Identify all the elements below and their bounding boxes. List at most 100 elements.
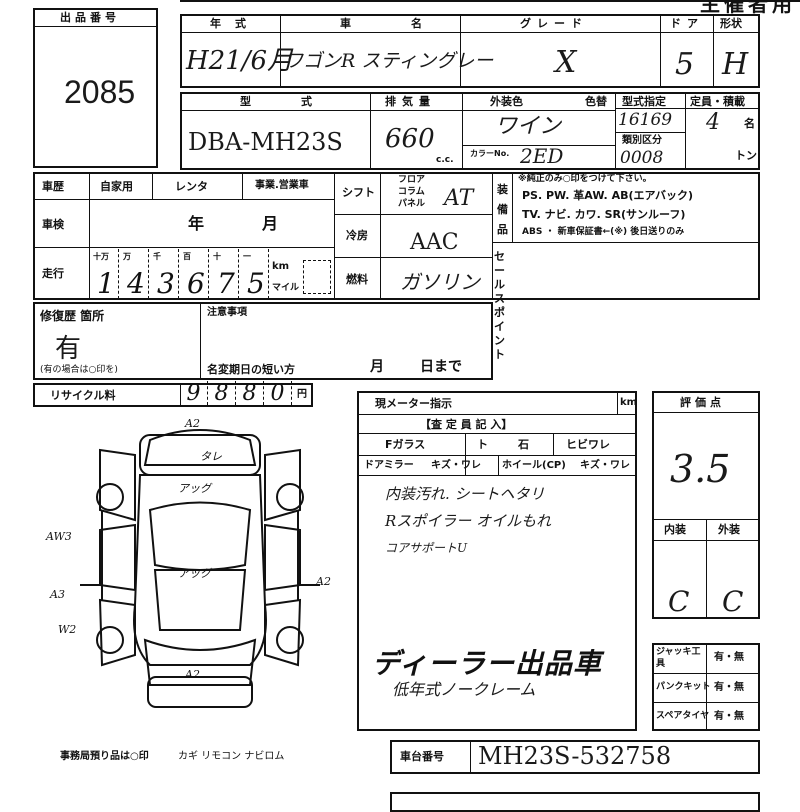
recycle-digit: 8: [208, 381, 236, 406]
repair-value: 有: [55, 334, 82, 364]
doors-label: ドア: [670, 17, 704, 30]
recycle-box: [33, 383, 313, 407]
capacity-value: 4: [706, 110, 720, 135]
damage-mark: AW3: [46, 530, 72, 543]
ac-label: 冷房: [346, 229, 368, 242]
recycle-digit: 9: [180, 381, 208, 406]
bottom-box: [390, 792, 760, 812]
equipment-note: ※純正のみ○印をつけて下さい。: [518, 174, 652, 184]
exterior-grade: C: [722, 585, 744, 618]
year-value: H21/6月: [186, 46, 294, 76]
capacity-unit: 名: [744, 117, 755, 130]
wheel-damage: キズ・ワレ: [580, 460, 630, 471]
grading-score: 3.5: [670, 447, 731, 491]
displacement-label: 排気量: [385, 95, 436, 108]
name-change-label: 名変期日の短い方: [207, 363, 295, 376]
mileage-cell: 十万 1: [89, 249, 119, 300]
color-code-label: カラーNo.: [470, 149, 510, 158]
history-private: 自家用: [100, 180, 133, 193]
shape-label: 形状: [720, 17, 742, 30]
mileage-unit-label: 万: [123, 252, 131, 261]
mirror-label: ドアミラー: [364, 460, 414, 471]
mileage-digit: 6: [187, 267, 205, 300]
glass-option-3: ヒビワレ: [566, 438, 610, 451]
name-label: 車名: [340, 17, 482, 30]
class-label: 類別区分: [622, 135, 662, 146]
sales-point-label: セールスポイント: [494, 250, 505, 361]
mirror-damage: キズ・ワレ: [431, 460, 481, 471]
recycle-digit: 0: [264, 381, 292, 406]
accessory-2-value: 有・無: [714, 682, 744, 693]
equipment-line3: ABS ・ 新車保証書←(※) 後日送りのみ: [522, 227, 685, 237]
mileage-unit-label: 一: [243, 252, 251, 261]
paint-label: 色替: [585, 95, 607, 108]
repair-label: 修復歴 箇所: [40, 309, 105, 323]
equipment-label: 装備品: [497, 183, 508, 236]
glass-option-1: ト: [477, 438, 488, 451]
name-change-month: 月: [370, 359, 384, 375]
equipment-line1: PS. PW. 革AW. AB(エアバック): [522, 189, 694, 202]
car-info-box: [180, 14, 760, 88]
accessory-3-label: スペアタイヤ: [656, 711, 710, 721]
damage-mark: A2: [316, 575, 331, 588]
shift-value: AT: [444, 186, 474, 211]
class-code-value: 0008: [620, 148, 664, 168]
repair-note: (有の場合は○印を): [40, 365, 118, 375]
recycle-digit: 8: [236, 381, 264, 406]
chassis-box: [390, 740, 760, 774]
mile-unit: マイル: [272, 283, 300, 293]
glass-label: Fガラス: [385, 438, 426, 451]
damage-mark: タレ: [200, 450, 222, 463]
grading-label: 評価点: [680, 396, 725, 409]
shift-option-1: フロア: [398, 175, 426, 185]
shape-value: H: [722, 47, 749, 82]
lot-number-box: [33, 8, 158, 168]
exterior-color-value: ワイン: [495, 114, 562, 139]
inspection-month: 月: [262, 214, 279, 233]
grade-value: X: [555, 45, 577, 80]
equipment-line2: TV. ナビ. カワ. SR(サンルーフ): [522, 208, 686, 221]
chassis-value: MH23S-532758: [478, 742, 672, 770]
name-change-day: 日まで: [420, 359, 462, 375]
accessory-2-label: パンクキット: [656, 682, 711, 692]
notes-label: 注意事項: [207, 307, 247, 318]
glass-option-2: 石: [518, 438, 529, 451]
dealer-stamp: ディーラー出品車: [372, 647, 603, 680]
exterior-label-grade: 外装: [718, 523, 740, 536]
accessory-1-value: 有・無: [714, 652, 744, 663]
mileage-unit-label: 十万: [93, 252, 109, 261]
grade-label: グレード: [520, 17, 588, 30]
type-designation-value: 16169: [618, 110, 673, 130]
ac-value: AAC: [410, 230, 459, 255]
model-value: DBA-MH23S: [188, 128, 343, 156]
accessory-3-value: 有・無: [714, 711, 744, 722]
capacity-label: 定員・積載: [690, 95, 745, 108]
mileage-digit: 3: [157, 267, 175, 300]
interior-label: 内装: [664, 523, 686, 536]
meter-label: 現メーター指示: [375, 397, 452, 410]
exterior-label: 外装色: [490, 95, 523, 108]
repair-box: [33, 302, 493, 380]
color-code-value: 2ED: [520, 144, 564, 168]
header-title: 主催者用: [700, 0, 796, 16]
history-box: [33, 172, 760, 300]
office-items: カギ リモコン ナビロム: [178, 751, 285, 762]
mileage-digit: 7: [217, 267, 235, 300]
mileage-digit: 1: [97, 267, 115, 300]
shift-label: シフト: [342, 186, 375, 199]
damage-mark: アッグ: [178, 482, 211, 495]
car-name-value: ワゴンR スティングレー: [284, 50, 494, 72]
mileage-digit: 5: [247, 267, 265, 300]
year-label: 年式: [210, 17, 260, 30]
damage-mark: A2: [185, 668, 200, 681]
meter-km-unit: km: [620, 397, 638, 408]
cc-unit: c.c.: [436, 155, 454, 165]
displacement-value: 660: [385, 124, 435, 154]
recycle-label: リサイクル料: [50, 389, 116, 402]
lot-label: 出品番号: [60, 11, 120, 24]
